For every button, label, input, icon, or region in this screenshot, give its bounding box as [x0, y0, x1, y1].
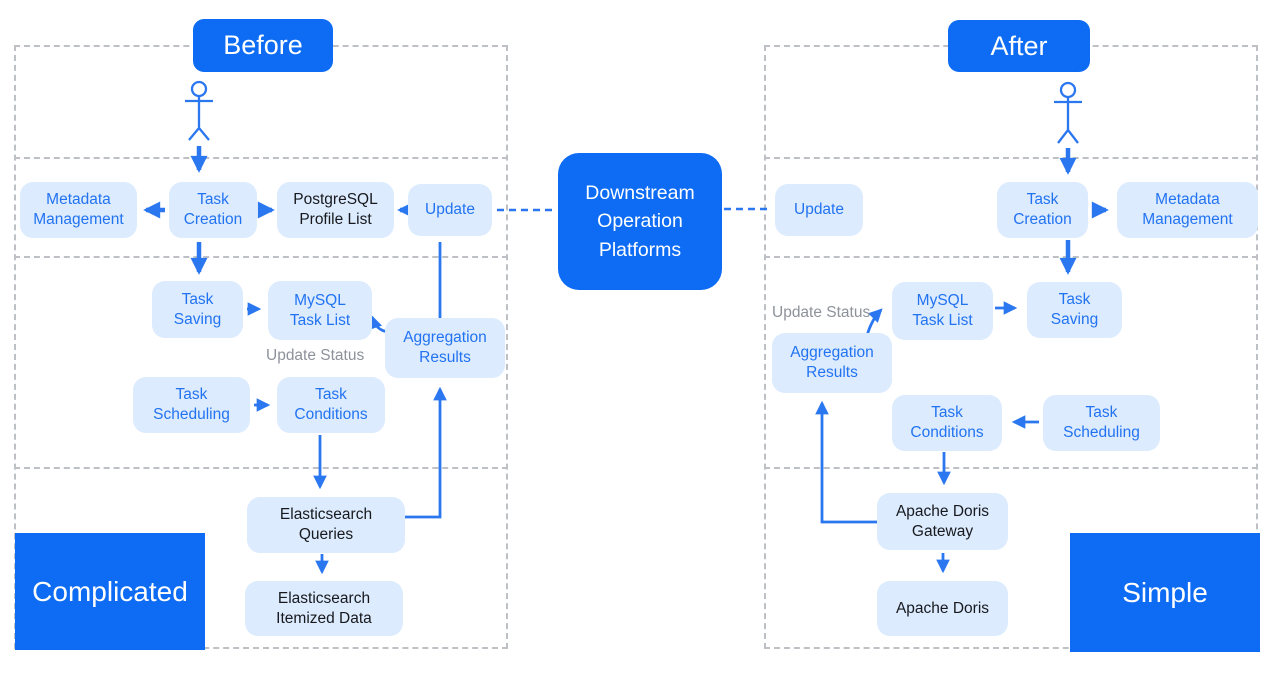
after-node-task-scheduling: Task Scheduling	[1043, 395, 1160, 451]
before-lane-divider-3	[14, 467, 508, 469]
before-node-update: Update	[408, 184, 492, 236]
before-title-banner: Before	[193, 19, 333, 72]
before-node-metadata-management: Metadata Management	[20, 182, 137, 238]
before-node-aggregation-results: Aggregation Results	[385, 318, 505, 378]
before-node-mysql-task-list: MySQL Task List	[268, 281, 372, 340]
after-node-task-saving: Task Saving	[1027, 282, 1122, 338]
before-lane-divider-1	[14, 157, 508, 159]
actor-icon-before	[185, 80, 213, 141]
after-node-task-conditions: Task Conditions	[892, 395, 1002, 451]
after-summary-badge: Simple	[1070, 533, 1260, 652]
after-node-metadata-management: Metadata Management	[1117, 182, 1258, 238]
after-node-aggregation-results: Aggregation Results	[772, 333, 892, 393]
actor-icon-after	[1054, 81, 1082, 144]
before-secondary-arrows	[247, 242, 447, 575]
after-title-banner: After	[948, 20, 1090, 72]
before-node-task-scheduling: Task Scheduling	[133, 377, 250, 433]
after-primary-arrows	[1059, 148, 1109, 275]
platform-dashed-links	[497, 207, 771, 212]
after-update-status-label: Update Status	[772, 304, 871, 321]
before-node-task-creation: Task Creation	[169, 182, 257, 238]
after-lane-divider-1	[764, 157, 1258, 159]
before-node-elasticsearch-itemized-data: Elasticsearch Itemized Data	[245, 581, 403, 636]
before-node-postgresql-profile-list: PostgreSQL Profile List	[277, 182, 394, 238]
before-update-status-label: Update Status	[266, 347, 365, 364]
after-lane-divider-3	[764, 467, 1258, 469]
after-lane-divider-2	[764, 256, 1258, 258]
after-node-apache-doris-gateway: Apache Doris Gateway	[877, 493, 1008, 550]
after-node-mysql-task-list: MySQL Task List	[892, 282, 993, 340]
before-node-task-saving: Task Saving	[152, 281, 243, 338]
downstream-platforms-box: Downstream Operation Platforms	[558, 153, 722, 290]
after-node-update: Update	[775, 184, 863, 236]
before-primary-arrows	[143, 146, 415, 275]
before-node-task-conditions: Task Conditions	[277, 377, 385, 433]
before-summary-badge: Complicated	[15, 533, 205, 650]
before-node-elasticsearch-queries: Elasticsearch Queries	[247, 497, 405, 553]
before-lane-divider-2	[14, 256, 508, 258]
after-node-apache-doris: Apache Doris	[877, 581, 1008, 636]
after-node-task-creation: Task Creation	[997, 182, 1088, 238]
